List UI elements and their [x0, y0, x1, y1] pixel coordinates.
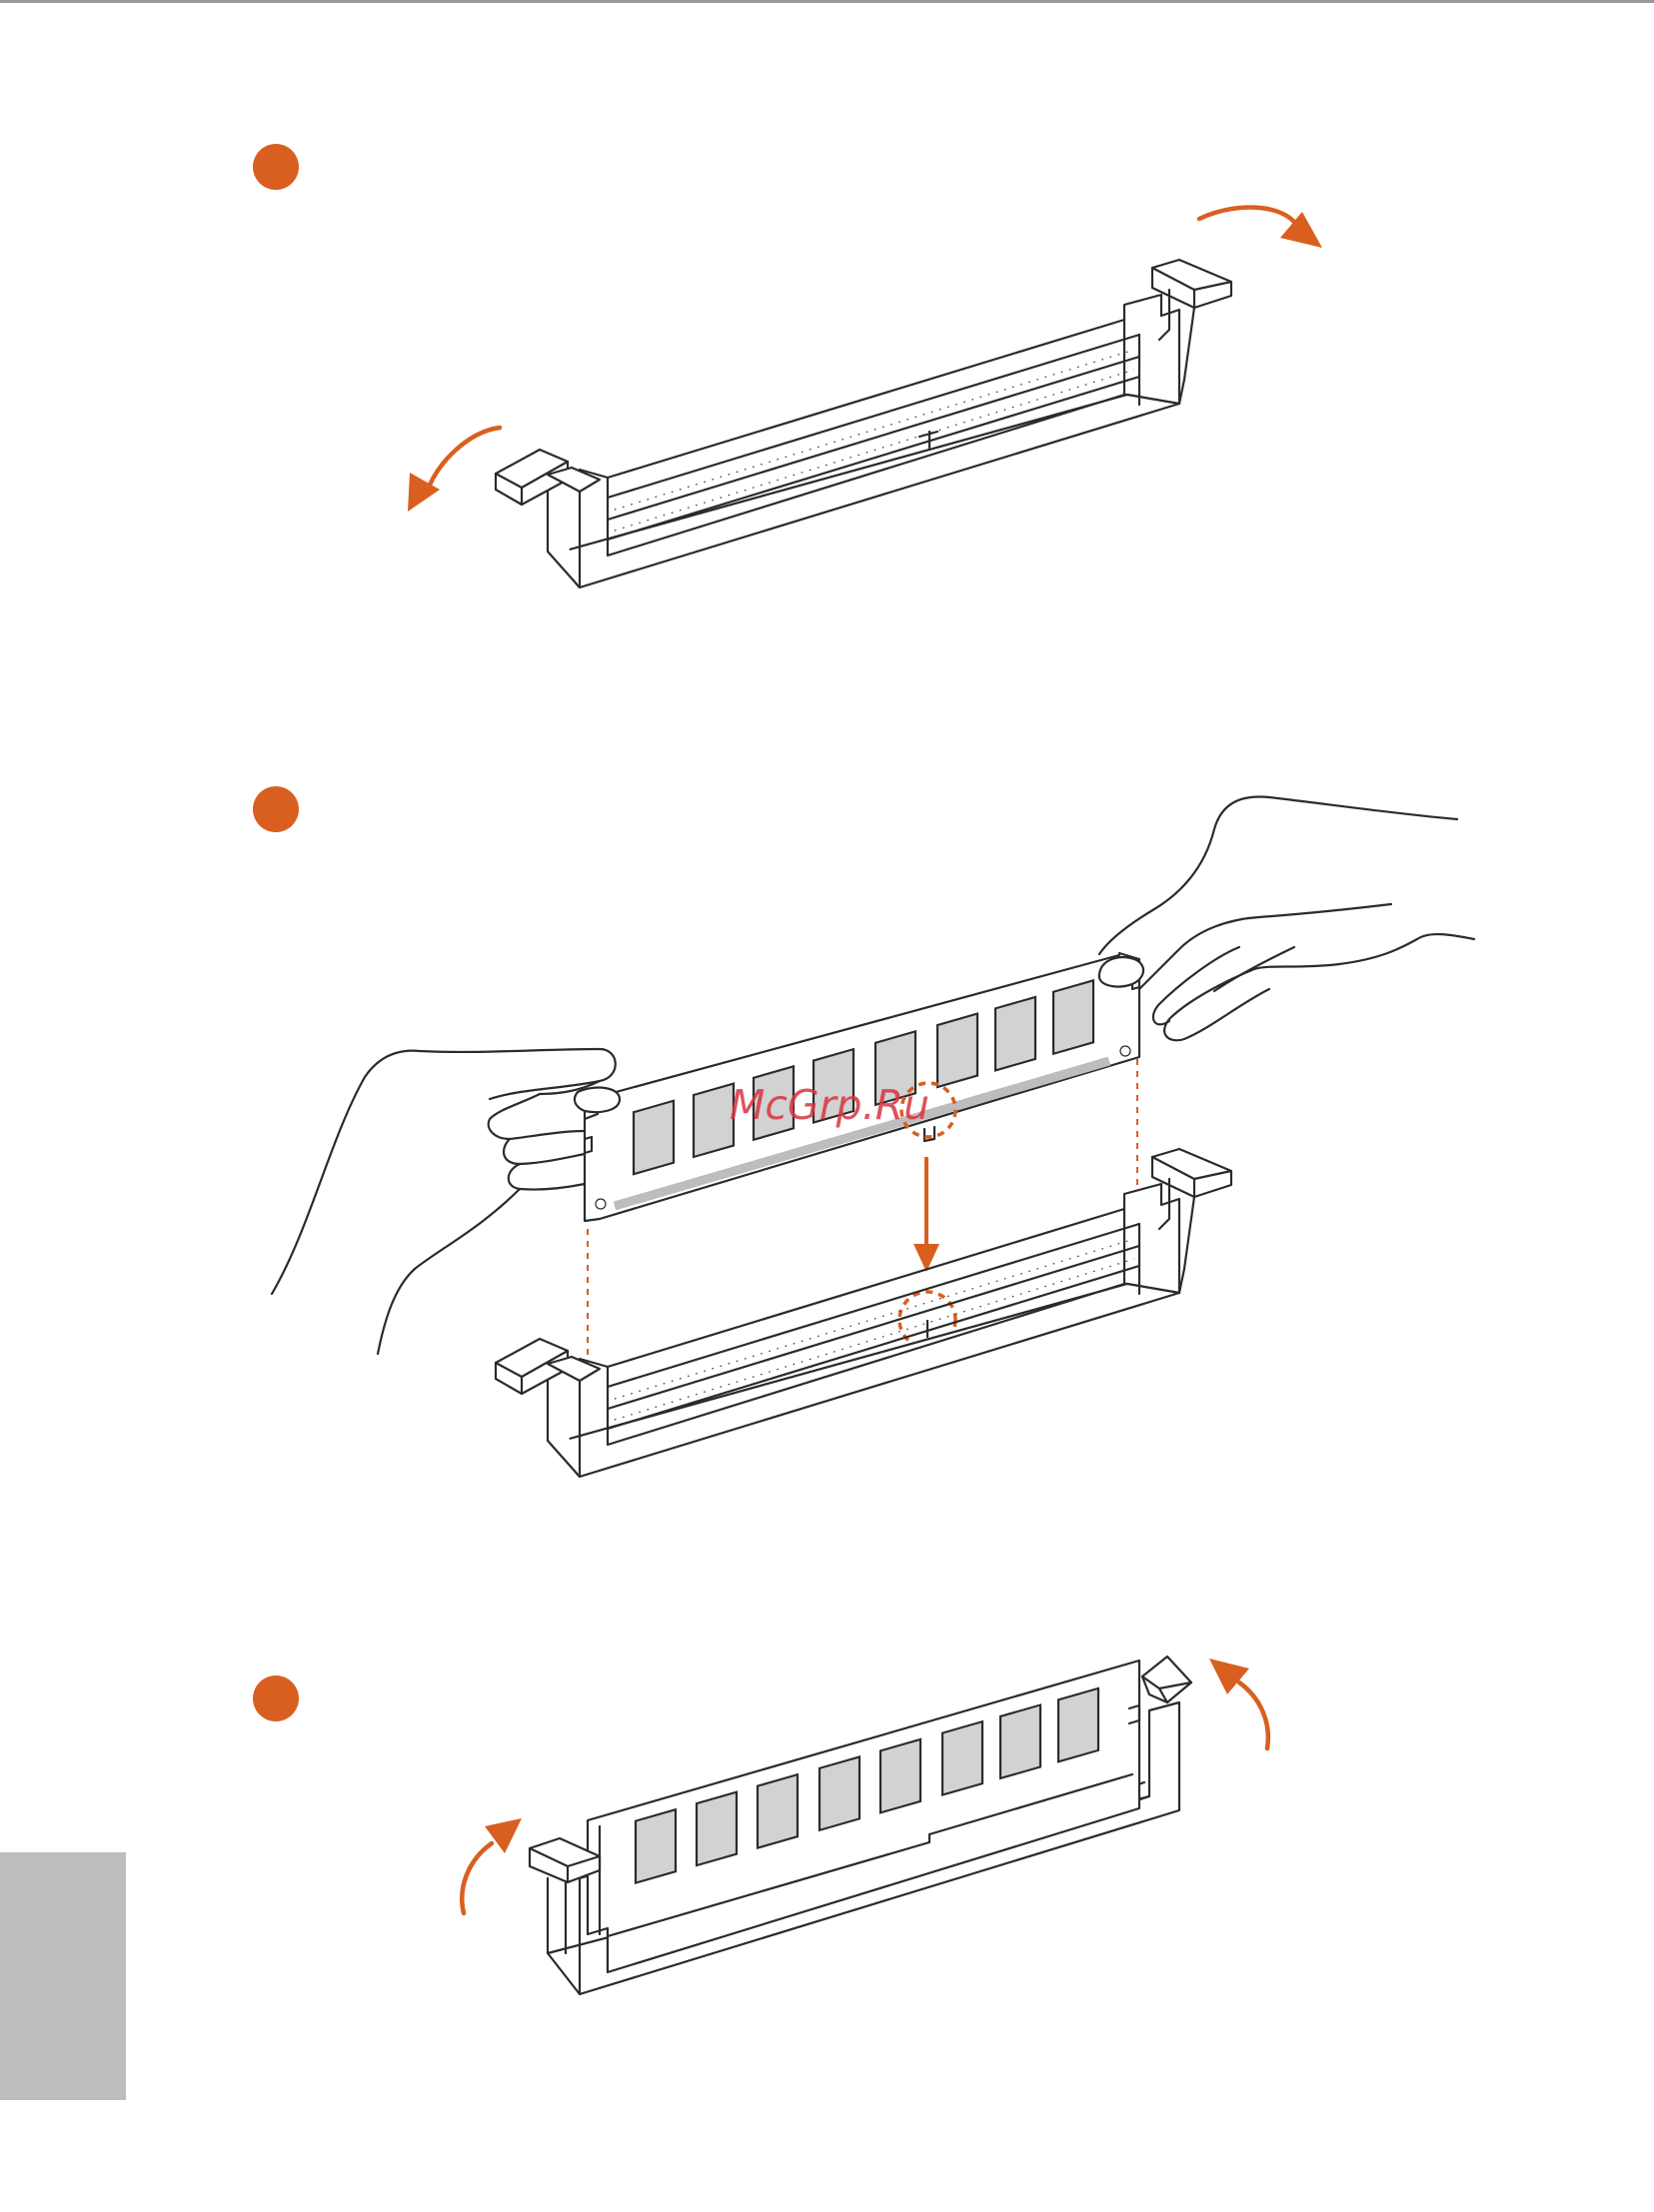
- hand-icon: [272, 1049, 620, 1354]
- latch-right: [1142, 1657, 1191, 1702]
- curved-arrow-icon: [408, 428, 500, 512]
- curved-arrow-icon: [462, 1818, 522, 1913]
- memory-module: [588, 1660, 1139, 1972]
- step-3-illustration: [0, 1639, 1654, 2058]
- curved-arrow-icon: [1199, 207, 1322, 248]
- dimm-slot: [496, 260, 1231, 587]
- step-1-illustration: [0, 0, 1654, 699]
- watermark: McGrp.Ru: [730, 1081, 929, 1129]
- hand-icon: [1099, 796, 1474, 1040]
- down-arrow-icon: [913, 1157, 939, 1272]
- step-2-illustration: [0, 759, 1654, 1509]
- curved-arrow-icon: [1209, 1659, 1268, 1748]
